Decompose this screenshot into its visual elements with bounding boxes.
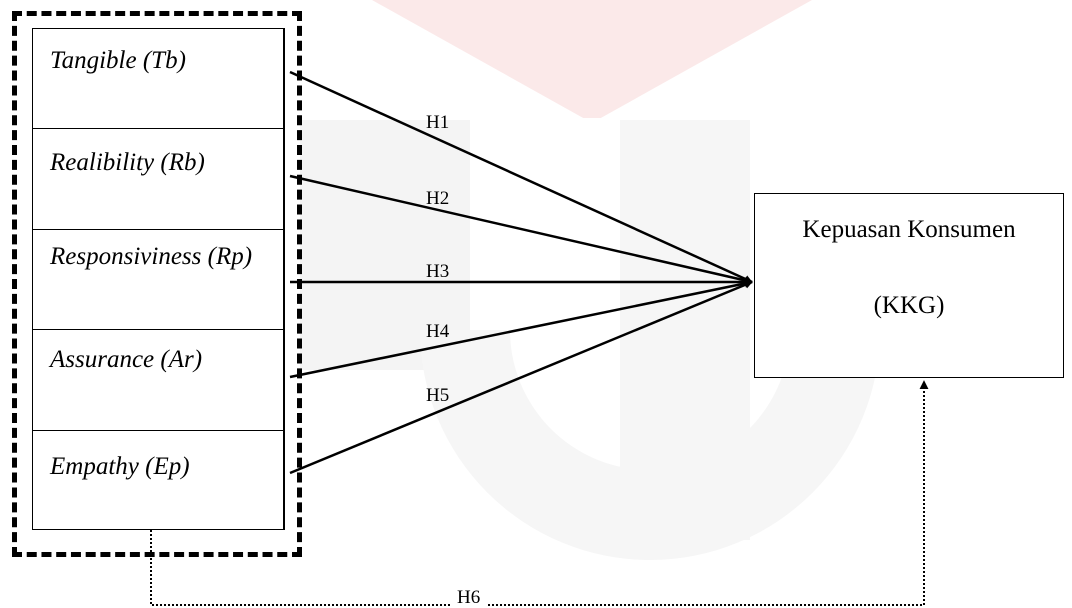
hypothesis-label-h2: H2 — [426, 188, 450, 209]
watermark-shape — [300, 120, 470, 370]
arrow-h5 — [289, 280, 753, 475]
hypothesis-label-h1: H1 — [426, 112, 450, 133]
outcome-code: (KKG) — [873, 292, 945, 319]
dimension-list — [32, 28, 284, 530]
arrow-h6 — [150, 380, 929, 606]
arrow-h2 — [289, 174, 753, 285]
dimension-box-responsiveness: Responsiviness (Rp) — [32, 230, 284, 330]
outcome-box: Kepuasan Konsumen (KKG) — [754, 193, 1064, 378]
arrow-h4 — [289, 279, 753, 379]
arrow-h1 — [289, 70, 753, 284]
dimension-label: Empathy (Ep) — [50, 453, 190, 480]
hypothesis-label-h3: H3 — [426, 261, 450, 282]
hypothesis-label-h6: H6 — [451, 588, 487, 608]
dimension-label: Assurance (Ar) — [50, 346, 203, 373]
dimension-label: Tangible (Tb) — [50, 47, 186, 74]
hypothesis-label-h4: H4 — [426, 321, 450, 342]
dimension-label: Realibility (Rb) — [50, 149, 205, 176]
dimension-label: Responsiviness (Rp) — [50, 243, 253, 270]
dimension-box-reliability: Realibility (Rb) — [32, 129, 284, 230]
dimension-box-assurance: Assurance (Ar) — [32, 330, 284, 431]
dimension-box-tangible: Tangible (Tb) — [32, 28, 284, 129]
hypothesis-label-h5: H5 — [426, 385, 450, 406]
dimension-group-frame — [12, 11, 302, 557]
dimension-list-rule — [284, 28, 285, 530]
outcome-title: Kepuasan Konsumen — [802, 216, 1016, 243]
dimension-box-empathy: Empathy (Ep) — [32, 431, 284, 530]
